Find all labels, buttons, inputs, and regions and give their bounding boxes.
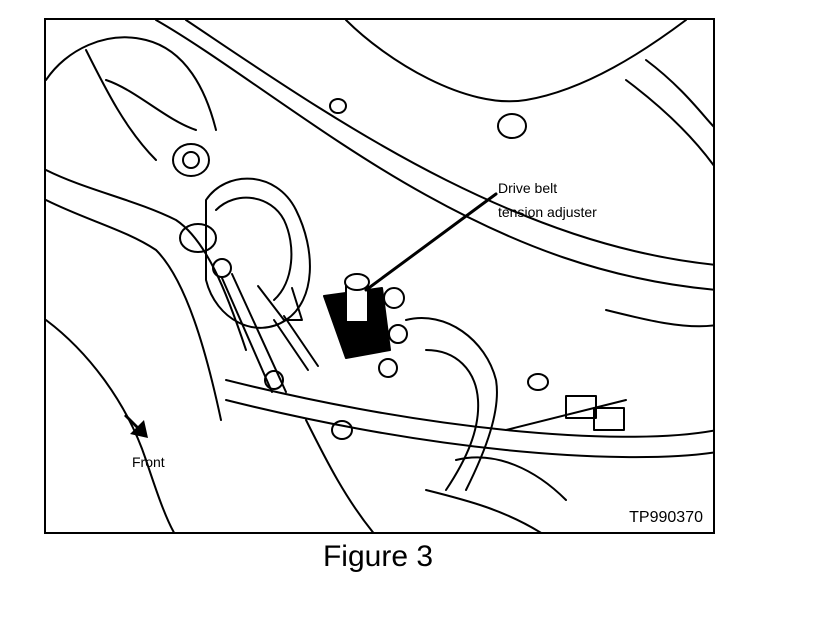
arrow-down-right-icon [124, 414, 148, 438]
engine-cover [155, 20, 713, 291]
callout-leader-line [364, 192, 498, 292]
engine-line-drawing [46, 20, 713, 532]
horn [205, 177, 311, 329]
engine-illustration: Drive belt tension adjuster Front TP9903… [44, 18, 715, 534]
callout-label-line2: tension adjuster [498, 204, 597, 220]
reference-code: TP990370 [629, 509, 703, 526]
front-label: Front [132, 454, 165, 470]
figure-caption: Figure 3 [322, 540, 434, 573]
callout-label-line1: Drive belt [498, 180, 558, 196]
